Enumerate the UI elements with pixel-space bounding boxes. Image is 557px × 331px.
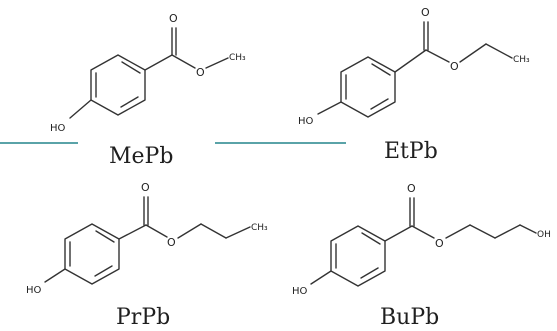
molecule-etpb: O O CH₃ HO (298, 6, 530, 127)
hydroxyl-label: HO (26, 285, 42, 296)
ester-oxygen-label: O (167, 236, 176, 249)
benzene-ring (340, 56, 396, 118)
carbonyl-oxygen-label: O (407, 182, 416, 195)
ester-oxygen-label: O (450, 60, 459, 73)
ring-to-carbonyl-bond (118, 224, 147, 240)
terminal-group-label: OH (537, 230, 551, 240)
benzene-ring (330, 225, 386, 287)
ring-to-carbonyl-bond (384, 225, 413, 242)
molecule-prpb: O O CH₃ HO (26, 181, 268, 296)
carbonyl-oxygen-label: O (421, 6, 430, 19)
hydroxyl-label: HO (298, 116, 314, 127)
benzene-ring (64, 223, 120, 285)
terminal-group-label: CH₃ (229, 53, 246, 63)
ring-to-hydroxyl-bond (69, 99, 92, 119)
ring-to-hydroxyl-bond (44, 268, 66, 283)
benzene-ring (90, 54, 146, 116)
ring-to-hydroxyl-bond (317, 101, 342, 115)
molecule-label-mepb: MePb (109, 144, 173, 169)
carbonyl-oxygen-label: O (141, 181, 150, 194)
terminal-group-label: CH₃ (513, 55, 530, 65)
molecule-label-bupb: BuPb (380, 305, 439, 330)
hydroxyl-label: HO (292, 286, 308, 297)
molecule-label-prpb: PrPb (116, 305, 170, 330)
ring-to-carbonyl-bond (394, 49, 427, 73)
molecule-label-etpb: EtPb (384, 139, 438, 164)
ester-oxygen-label: O (435, 237, 444, 250)
hydroxyl-label: HO (50, 123, 66, 134)
molecule-mepb: O O CH₃ HO (50, 12, 246, 134)
ring-to-carbonyl-bond (144, 54, 173, 71)
carbonyl-oxygen-label: O (169, 12, 178, 25)
ring-to-hydroxyl-bond (310, 270, 332, 285)
molecule-bupb: O O OH HO (292, 182, 551, 297)
ester-oxygen-label: O (196, 66, 205, 79)
terminal-group-label: CH₃ (251, 223, 268, 233)
